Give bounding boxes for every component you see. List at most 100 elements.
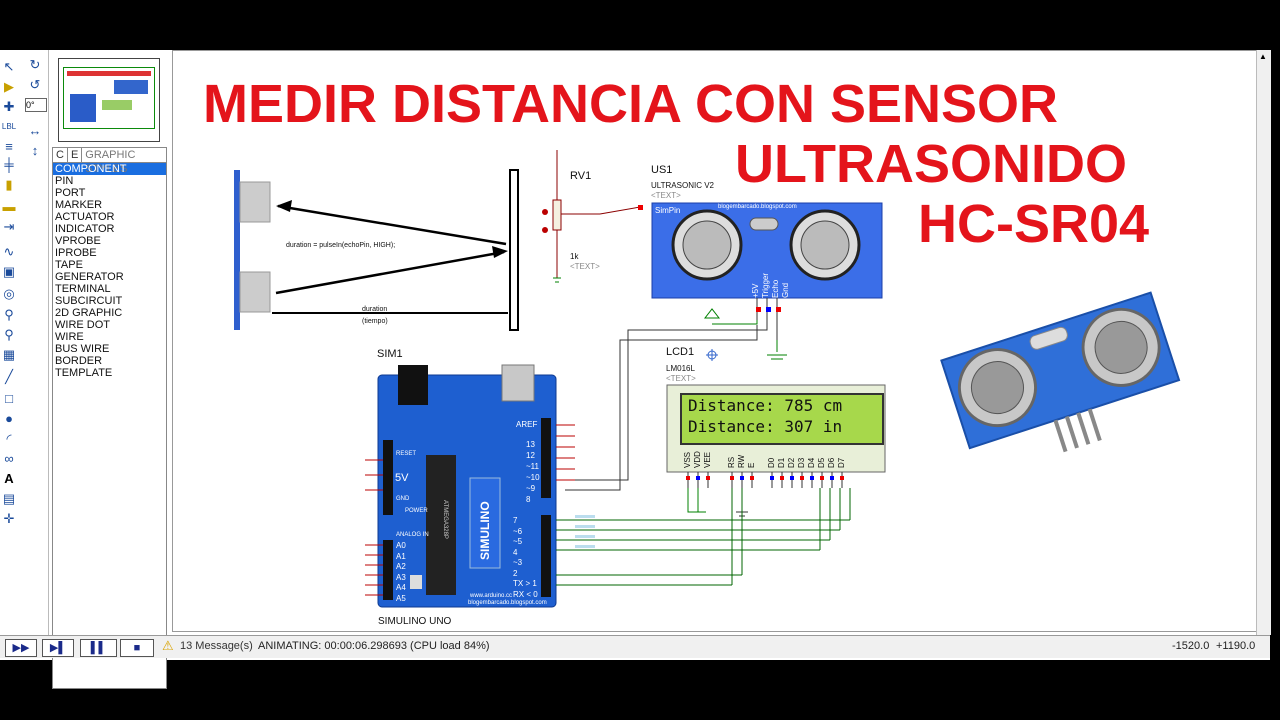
- scroll-up-icon[interactable]: ▲: [1259, 52, 1267, 61]
- list-item[interactable]: WIRE DOT: [55, 319, 110, 331]
- rv1-name[interactable]: RV1: [570, 170, 592, 182]
- wire-label-icon[interactable]: LBL: [1, 122, 17, 131]
- title-line-3: HC-SR04: [918, 194, 1150, 254]
- coord-y: +1190.0: [1216, 640, 1256, 652]
- pause-button[interactable]: ▌▌: [80, 639, 117, 657]
- path-icon[interactable]: ∞: [4, 451, 14, 466]
- pin-label: 2: [513, 568, 518, 578]
- pin-icon[interactable]: ⇥: [3, 219, 15, 234]
- sim1-brand: SIMULINO: [478, 501, 492, 560]
- pin-label: RX < 0: [513, 589, 538, 599]
- sim1-site: www.arduino.cc: [470, 593, 513, 599]
- list-item[interactable]: MARKER: [55, 199, 103, 211]
- sim1-gnd: GND: [396, 496, 410, 502]
- list-item[interactable]: PIN: [55, 175, 74, 187]
- messages-count[interactable]: 13 Message(s): [180, 640, 253, 652]
- list-item[interactable]: BORDER: [55, 355, 103, 367]
- us1-simpin: SimPin: [655, 206, 681, 215]
- stop-button[interactable]: ■: [120, 639, 154, 657]
- redo-icon[interactable]: ↻: [29, 57, 41, 72]
- component-icon[interactable]: ▶: [4, 79, 14, 94]
- pin-label: A5: [396, 593, 406, 603]
- list-item[interactable]: 2D GRAPHIC: [55, 307, 123, 319]
- us1-name[interactable]: US1: [651, 164, 673, 176]
- pin-label: A0: [396, 541, 406, 550]
- pin-label: ~9: [526, 484, 536, 493]
- sim1-name[interactable]: SIM1: [377, 348, 403, 360]
- undo-icon[interactable]: ↺: [29, 77, 41, 92]
- text-script-icon[interactable]: ≡: [5, 139, 13, 154]
- graph-icon[interactable]: ∿: [3, 244, 15, 259]
- box-icon[interactable]: □: [5, 391, 13, 406]
- marker-icon[interactable]: ✛: [3, 511, 15, 526]
- angle-field[interactable]: 0°: [25, 98, 47, 112]
- select-arrow-icon[interactable]: ↖: [3, 59, 15, 74]
- tab-c[interactable]: C: [53, 148, 68, 162]
- lcd1-name[interactable]: LCD1: [666, 346, 695, 358]
- junction-dot-icon[interactable]: ✚: [3, 99, 15, 114]
- pin-label: +5V: [751, 283, 760, 298]
- list-item[interactable]: INDICATOR: [55, 223, 115, 235]
- lcd-line-2: Distance: 307 in: [688, 417, 843, 436]
- play-button[interactable]: ▶▶: [5, 639, 37, 657]
- vertical-scrollbar[interactable]: ▲: [1256, 50, 1271, 635]
- lcd-line-1: Distance: 785 cm: [688, 396, 843, 415]
- line-icon[interactable]: ╱: [5, 369, 13, 384]
- pin-label: VEE: [703, 451, 712, 468]
- step-button[interactable]: ▶▌: [42, 639, 74, 657]
- list-item[interactable]: ACTUATOR: [55, 211, 115, 223]
- sim1-blog: blogembarcado.blogspot.com: [468, 600, 547, 606]
- pin-label: A1: [396, 551, 406, 561]
- pin-label: RS: [727, 456, 736, 468]
- terminal-icon[interactable]: ▬: [2, 199, 16, 214]
- overview-window[interactable]: [58, 58, 160, 142]
- title-line-1: MEDIR DISTANCIA CON SENSOR: [203, 74, 1059, 134]
- us1-url: blogembarcado.blogspot.com: [718, 204, 797, 210]
- rv1-text: <TEXT>: [570, 262, 600, 271]
- list-item[interactable]: TAPE: [55, 259, 83, 271]
- left-toolbar: ↖ ↻ ▶ ↺ ✚ 0° LBL ≡ ↔ ╪ ↕ ▮ ▬ ⇥ ∿ ▣ ◎ ⚲ ⚲…: [0, 50, 49, 635]
- subcircuit-icon[interactable]: ▮: [5, 177, 13, 192]
- pin-label: A3: [396, 572, 406, 582]
- sim1-chip: ATMEGA328P: [442, 500, 448, 539]
- list-item[interactable]: SUBCIRCUIT: [55, 295, 123, 307]
- coord-x: -1520.0: [1172, 640, 1210, 652]
- list-item[interactable]: TERMINAL: [55, 283, 111, 295]
- pin-label: TX > 1: [513, 579, 537, 588]
- circle-icon[interactable]: ●: [5, 411, 13, 426]
- tab-e[interactable]: E: [68, 148, 83, 162]
- list-item[interactable]: PORT: [55, 187, 86, 199]
- pin-label: ~3: [513, 558, 523, 567]
- status-bar: ▶▶ ▶▌ ▌▌ ■ ⚠ 13 Message(s) ANIMATING: 00…: [0, 635, 1270, 658]
- component-list-panel: C E GRAPHIC STYLES COMPONENTPINPORTMARKE…: [52, 147, 167, 689]
- mirror-vertical-icon[interactable]: ↕: [31, 143, 39, 158]
- generator-icon[interactable]: ◎: [3, 286, 15, 301]
- list-item[interactable]: GENERATOR: [55, 271, 124, 283]
- pin-label: VSS: [683, 451, 692, 468]
- pin-label: 8: [526, 495, 531, 504]
- pin-label: 7: [513, 516, 518, 525]
- list-item[interactable]: IPROBE: [55, 247, 97, 259]
- pin-label: E: [747, 462, 756, 468]
- voltage-probe-icon[interactable]: ⚲: [4, 307, 14, 322]
- sim1-power: POWER: [405, 508, 428, 514]
- current-probe-icon[interactable]: ⚲: [4, 327, 14, 342]
- overview-viewport[interactable]: [63, 67, 155, 129]
- instrument-icon[interactable]: ▦: [2, 347, 16, 362]
- symbol-icon[interactable]: ▤: [2, 491, 16, 506]
- tape-icon[interactable]: ▣: [2, 264, 16, 279]
- list-item[interactable]: WIRE: [55, 331, 84, 343]
- pin-label: D1: [777, 457, 786, 468]
- list-item[interactable]: VPROBE: [55, 235, 101, 247]
- bus-icon[interactable]: ╪: [4, 157, 14, 172]
- list-item[interactable]: TEMPLATE: [55, 367, 113, 379]
- mirror-horizontal-icon[interactable]: ↔: [28, 123, 42, 138]
- pin-label: Trigger: [761, 272, 770, 298]
- arc-icon[interactable]: ◜: [6, 431, 12, 446]
- text-icon[interactable]: A: [4, 471, 14, 486]
- us1-model: ULTRASONIC V2: [651, 181, 714, 190]
- pin-label: D7: [837, 457, 846, 468]
- list-item[interactable]: BUS WIRE: [55, 343, 110, 355]
- list-item[interactable]: COMPONENT: [53, 163, 166, 175]
